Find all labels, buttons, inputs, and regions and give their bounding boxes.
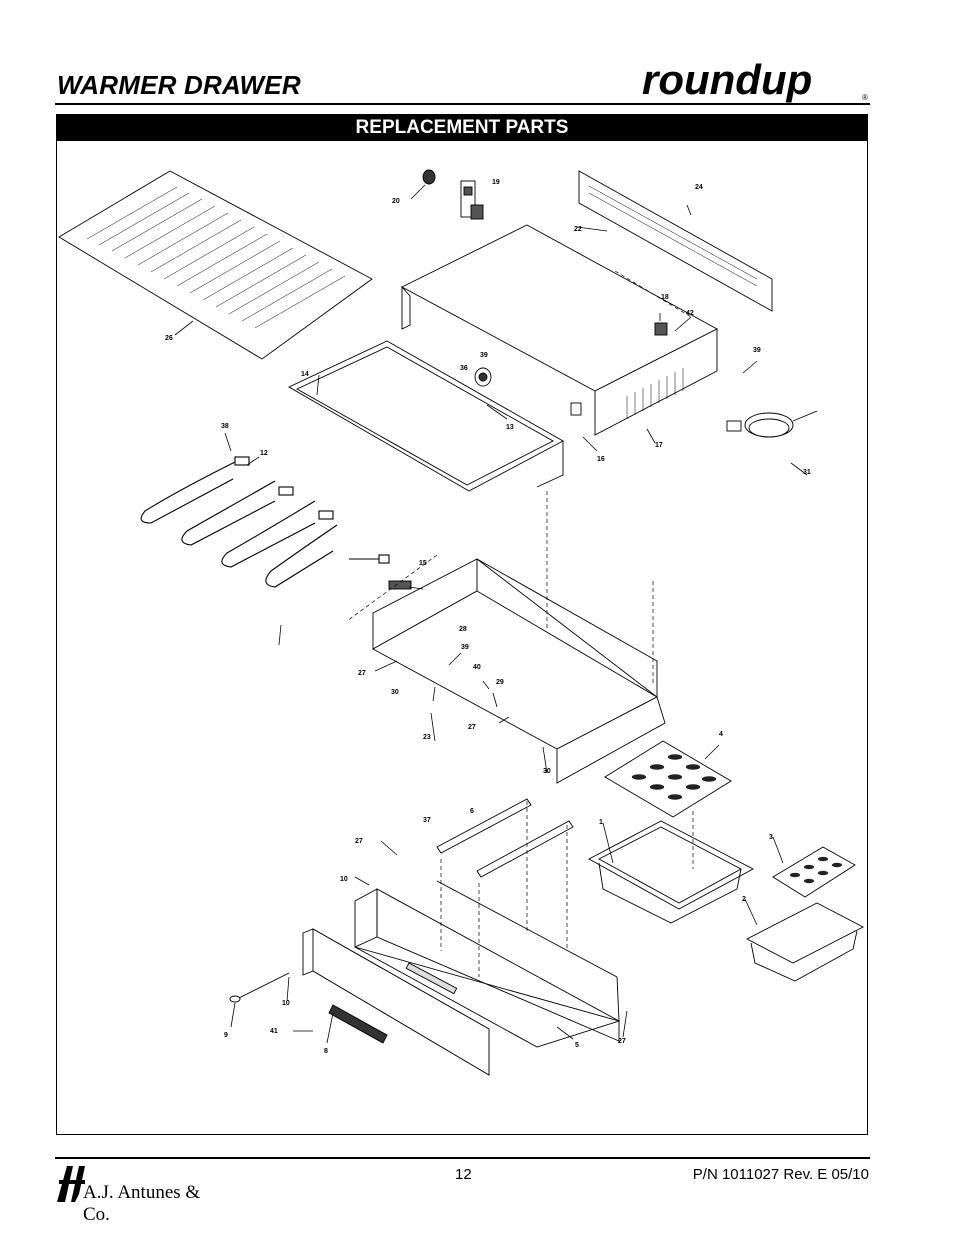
section-banner: REPLACEMENT PARTS — [57, 115, 867, 141]
callout-6: 6 — [470, 808, 474, 815]
callout-3: 3 — [769, 834, 773, 841]
housing-cover — [401, 224, 718, 436]
callout-12: 12 — [260, 450, 268, 457]
callout-27: 27 — [358, 670, 366, 677]
food-pan-large — [588, 820, 754, 924]
callout-27b: 27 — [468, 724, 476, 731]
callout-4: 4 — [719, 731, 723, 738]
company-logo: A.J. Antunes & Co. — [55, 1164, 225, 1225]
callout-14: 14 — [301, 371, 309, 378]
callout-8: 8 — [324, 1048, 328, 1055]
callout-27d: 27 — [618, 1038, 626, 1045]
relay-18 — [654, 322, 668, 336]
parts-frame: REPLACEMENT PARTS — [56, 114, 868, 1135]
callout-2: 2 — [742, 896, 746, 903]
brand-name: roundup — [642, 60, 812, 103]
company-name: A.J. Antunes & Co. — [83, 1182, 201, 1225]
callout-28: 28 — [459, 626, 467, 633]
callout-29: 29 — [496, 679, 504, 686]
callout-39b: 39 — [480, 352, 488, 359]
callout-16: 16 — [597, 456, 605, 463]
knob-20 — [422, 169, 436, 185]
drawer-slides — [436, 798, 574, 878]
wire-rack-large — [604, 740, 732, 818]
callout-22: 22 — [574, 226, 582, 233]
callout-10b: 10 — [282, 1000, 290, 1007]
page-title: WARMER DRAWER — [57, 70, 301, 100]
food-pan-small — [746, 902, 864, 982]
footer-rule — [55, 1157, 870, 1159]
callout-labels: 20 19 24 22 26 18 42 39 36 39 14 13 17 1… — [165, 179, 811, 1055]
drawer-front — [302, 928, 490, 1076]
callout-1: 1 — [599, 819, 603, 826]
callout-17: 17 — [655, 442, 663, 449]
roundup-logo: roundup ® — [642, 60, 868, 103]
clip-16 — [570, 402, 582, 416]
glass-panel — [288, 340, 564, 492]
callout-39c: 39 — [461, 644, 469, 651]
callout-20: 20 — [392, 198, 400, 205]
thermal-switch — [474, 367, 492, 387]
callout-39: 39 — [753, 347, 761, 354]
exploded-parts-diagram: 20 19 24 22 26 18 42 39 36 39 14 13 17 1… — [58, 169, 864, 1076]
drawer-frame — [372, 558, 666, 784]
drawer-body — [354, 880, 621, 1048]
callout-18: 18 — [661, 294, 669, 301]
part-number: P/N 1011027 Rev. E 05/10 — [692, 1166, 869, 1183]
power-cord — [726, 410, 818, 438]
callout-27c: 27 — [355, 838, 363, 845]
drawer-handle — [328, 1004, 388, 1044]
callout-31: 31 — [803, 469, 811, 476]
callout-24: 24 — [695, 184, 703, 191]
callout-37: 37 — [423, 817, 431, 824]
aj-logo-icon — [57, 1166, 85, 1202]
perforated-shelf — [58, 170, 373, 360]
callout-19: 19 — [492, 179, 500, 186]
header-rule — [55, 103, 870, 105]
callout-41: 41 — [270, 1028, 278, 1035]
callout-13: 13 — [506, 424, 514, 431]
callout-23: 23 — [423, 734, 431, 741]
latch-pin — [229, 972, 290, 1003]
callout-5: 5 — [575, 1042, 579, 1049]
callout-15: 15 — [419, 560, 427, 567]
callout-38: 38 — [221, 423, 229, 430]
callout-42: 42 — [686, 310, 694, 317]
callout-10: 10 — [340, 876, 348, 883]
callout-30: 30 — [391, 689, 399, 696]
callout-26: 26 — [165, 335, 173, 342]
wire-rack-small — [772, 846, 856, 898]
heating-element — [140, 456, 390, 588]
callout-9: 9 — [224, 1032, 228, 1039]
callout-40: 40 — [473, 664, 481, 671]
callout-36: 36 — [460, 365, 468, 372]
page-number: 12 — [455, 1166, 472, 1183]
registered-mark: ® — [862, 93, 868, 102]
back-panel — [578, 170, 773, 312]
callout-30b: 30 — [543, 768, 551, 775]
